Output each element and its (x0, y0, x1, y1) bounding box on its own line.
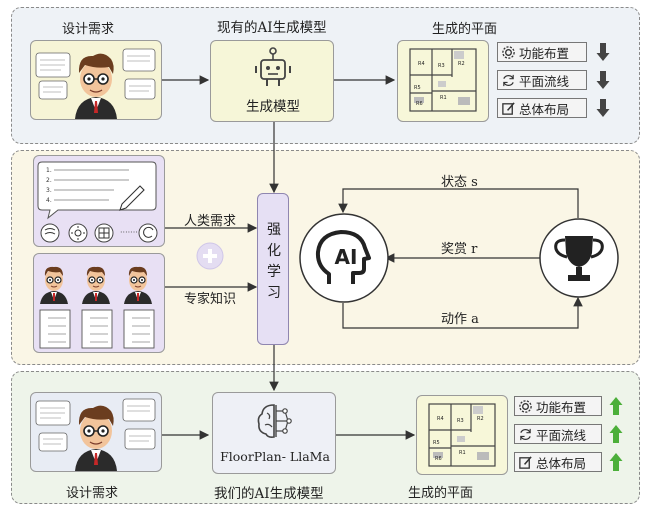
bottom-metric-overall-layout: 总体布局 (514, 452, 602, 472)
top-metric-label: 功能布置 (519, 45, 570, 61)
designer-with-speech-bubbles-icon (35, 398, 156, 471)
ai-text: AI (335, 245, 358, 269)
top-metric-circulation: 平面流线 (497, 70, 587, 90)
rl-char: 强 (267, 222, 281, 238)
reinforcement-learning-box: 强 化 学 习 (257, 193, 289, 345)
svg-text:R6: R6 (435, 456, 442, 462)
refresh-icon (520, 428, 531, 440)
rl-char: 习 (267, 285, 281, 301)
top-metric-label: 平面流线 (519, 73, 570, 89)
expert-knowledge-label: 专家知识 (184, 292, 237, 307)
svg-text:R1: R1 (459, 450, 466, 456)
svg-text:R4: R4 (437, 416, 444, 422)
robot-icon (255, 47, 291, 86)
up-arrow-icon (609, 453, 623, 471)
top-generated-plan-title: 生成的平面 (432, 22, 498, 37)
svg-text:R6: R6 (416, 101, 423, 107)
designer-with-speech-bubbles-icon (35, 48, 156, 119)
down-arrow-icon (596, 43, 610, 61)
bottom-designer-illustration (30, 392, 162, 472)
generative-model-label: 生成模型 (246, 99, 300, 115)
bottom-metric-label: 总体布局 (536, 455, 587, 471)
plus-icon (196, 242, 224, 270)
down-arrow-icon (596, 99, 610, 117)
existing-generative-model-box: 生成模型 (210, 40, 334, 122)
action-label: 动作 a (441, 312, 479, 327)
top-existing-model-title: 现有的AI生成模型 (217, 20, 327, 36)
bottom-metric-circulation: 平面流线 (514, 424, 602, 444)
gear-icon (519, 399, 532, 413)
reward-label: 奖赏 r (441, 242, 478, 257)
bottom-metric-label: 功能布置 (536, 399, 587, 415)
gear-icon (502, 45, 515, 59)
svg-text:R1: R1 (440, 95, 447, 101)
top-metric-overall-layout: 总体布局 (497, 98, 587, 118)
bottom-design-requirement-label: 设计需求 (66, 486, 119, 501)
ai-agent-icon: AI (299, 213, 389, 303)
top-metric-function-layout: 功能布置 (497, 42, 587, 62)
svg-text:R5: R5 (414, 85, 421, 91)
trophy-icon (539, 218, 619, 298)
svg-text:R3: R3 (457, 418, 464, 424)
bottom-metric-label: 平面流线 (536, 427, 587, 443)
rl-char: 化 (267, 243, 281, 259)
expert-knowledge-card (33, 253, 165, 353)
list-number: 4. (46, 197, 52, 204)
svg-text:R2: R2 (477, 416, 484, 422)
brain-network-icon (257, 404, 292, 438)
requirement-form-illustration: 1. 2. 3. 4. ······· (37, 161, 158, 243)
list-number: 2. (46, 177, 52, 184)
floorplan-llama-model-box: FloorPlan- LlaMa (212, 392, 336, 474)
top-design-requirement-label: 设计需求 (62, 22, 115, 37)
top-designer-illustration (30, 40, 162, 120)
list-number: 1. (46, 167, 52, 174)
list-number: 3. (46, 187, 52, 194)
human-requirement-label: 人类需求 (184, 214, 237, 229)
svg-text:R2: R2 (458, 61, 465, 67)
human-requirement-card: 1. 2. 3. 4. ······· (33, 155, 165, 247)
edit-icon (519, 455, 532, 469)
up-arrow-icon (609, 397, 623, 415)
svg-text:R3: R3 (438, 63, 445, 69)
up-arrow-icon (609, 425, 623, 443)
rl-char: 学 (267, 264, 281, 280)
top-metric-label: 总体布局 (519, 101, 570, 117)
floorplan-llama-label: FloorPlan- LlaMa (220, 449, 330, 464)
svg-text:R5: R5 (433, 440, 440, 446)
edit-icon (502, 101, 515, 115)
our-model-title: 我们的AI生成模型 (214, 486, 324, 502)
svg-text:R4: R4 (418, 61, 425, 67)
ellipsis-text: ······· (120, 228, 138, 237)
state-label: 状态 s (441, 175, 478, 190)
down-arrow-icon (596, 71, 610, 89)
refresh-icon (503, 74, 514, 86)
experts-illustration (39, 266, 155, 349)
bottom-metric-function-layout: 功能布置 (514, 396, 602, 416)
bottom-generated-plan-title: 生成的平面 (408, 486, 474, 501)
